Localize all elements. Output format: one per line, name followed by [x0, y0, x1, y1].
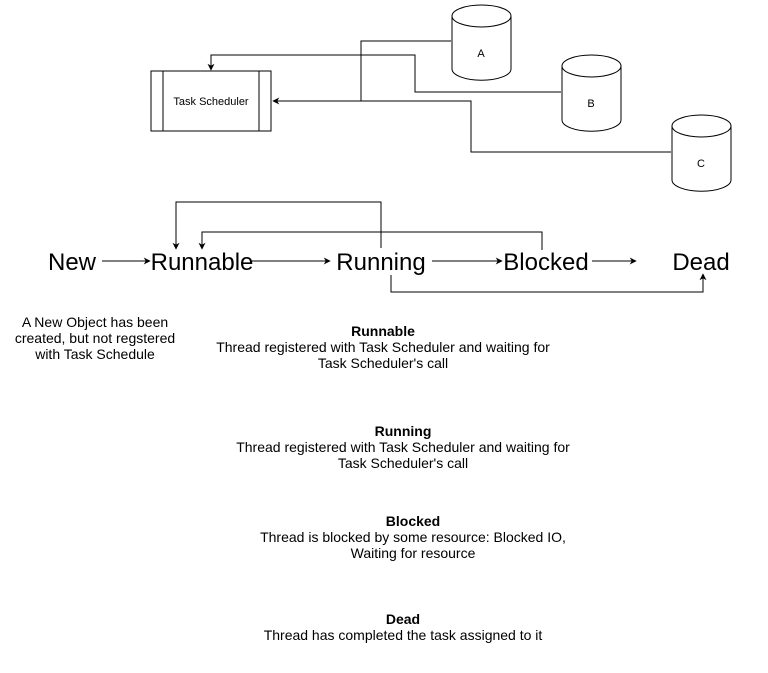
- arrow-blocked-runnable-loop: [198, 231, 543, 250]
- state-blocked: Blocked: [503, 249, 588, 276]
- task-scheduler-node: Task Scheduler: [150, 70, 272, 132]
- description-new-line: with Task Schedule: [35, 346, 155, 362]
- description-new-line: A New Object has been: [21, 314, 169, 330]
- state-new: New: [48, 249, 97, 276]
- description-new-line: created, but not regstered: [14, 330, 176, 346]
- connector-a: [272, 40, 451, 105]
- description-runnable-line: Thread registered with Task Scheduler an…: [216, 339, 550, 355]
- database-c: C: [671, 114, 732, 192]
- database-connectors: [207, 40, 671, 153]
- description-blocked-line: Waiting for resource: [350, 545, 476, 561]
- database-b-label: B: [587, 98, 594, 110]
- database-a: A: [451, 4, 512, 81]
- description-runnable: Runnable Thread registered with Task Sch…: [183, 323, 583, 371]
- connector-b: [207, 54, 561, 93]
- state-running: Running: [336, 249, 425, 276]
- arrow-running-dead: [390, 273, 707, 293]
- description-dead-line: Thread has completed the task assigned t…: [263, 627, 543, 643]
- database-c-label: C: [697, 158, 705, 170]
- state-runnable: Runnable: [151, 249, 254, 276]
- description-running: Running Thread registered with Task Sche…: [203, 423, 603, 471]
- connector-c: [361, 100, 671, 153]
- state-dead: Dead: [672, 249, 729, 276]
- database-b: B: [561, 54, 622, 132]
- database-a-label: A: [477, 48, 485, 60]
- description-blocked: Blocked Thread is blocked by some resour…: [213, 513, 613, 561]
- description-runnable-title: Runnable: [351, 323, 415, 339]
- description-running-title: Running: [374, 423, 432, 439]
- description-dead: Dead Thread has completed the task assig…: [203, 611, 603, 643]
- description-blocked-line: Thread is blocked by some resource: Bloc…: [260, 529, 566, 545]
- description-runnable-line: Task Scheduler's call: [317, 355, 449, 371]
- description-blocked-title: Blocked: [385, 513, 441, 529]
- state-arrows: [102, 201, 707, 293]
- description-dead-title: Dead: [385, 611, 421, 627]
- task-scheduler-label: Task Scheduler: [173, 96, 249, 108]
- description-running-line: Task Scheduler's call: [337, 455, 469, 471]
- arrow-running-runnable-loop: [172, 201, 382, 250]
- description-new: A New Object has been created, but not r…: [5, 314, 185, 362]
- description-running-line: Thread registered with Task Scheduler an…: [236, 439, 570, 455]
